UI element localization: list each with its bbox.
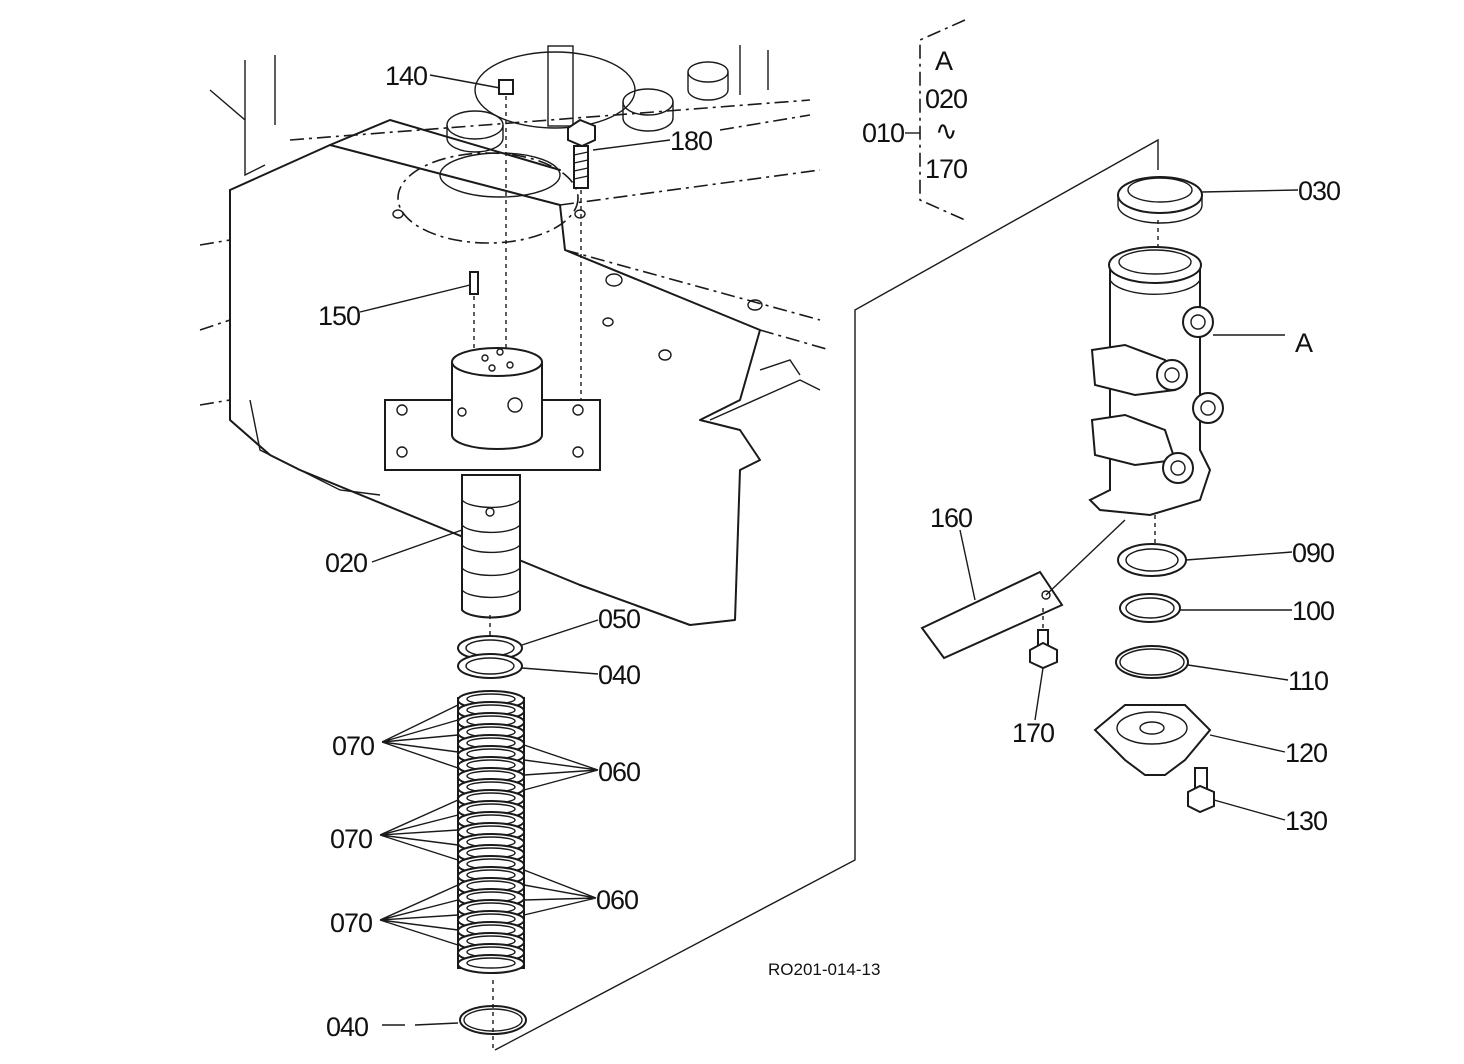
callout-050: 050 xyxy=(598,604,640,634)
seal-stack xyxy=(457,690,525,974)
reference-code: RO201-014-13 xyxy=(768,960,880,979)
projection-frame xyxy=(494,138,1159,1051)
callout-010: 010 xyxy=(862,118,904,148)
callout-070-3: 070 xyxy=(330,908,372,938)
callout-020: 020 xyxy=(325,548,367,578)
callout-group-tilde: ∿ xyxy=(935,116,957,146)
callout-170: 170 xyxy=(1012,718,1054,748)
swivel-joint-right xyxy=(920,176,1224,814)
callout-group-170: 170 xyxy=(925,154,967,184)
callout-labels: 010 A 020 ∿ 170 030 A 140 180 150 020 05… xyxy=(318,46,1341,1042)
seal-ring-inner xyxy=(466,957,516,969)
callout-070-1: 070 xyxy=(332,731,374,761)
callout-180: 180 xyxy=(670,126,712,156)
callout-060-1: 060 xyxy=(598,757,640,787)
callout-150: 150 xyxy=(318,301,360,331)
callout-070-2: 070 xyxy=(330,824,372,854)
callout-060-2: 060 xyxy=(596,885,638,915)
callout-100: 100 xyxy=(1292,596,1334,626)
callout-130: 130 xyxy=(1285,806,1327,836)
callout-030: 030 xyxy=(1298,176,1340,206)
callout-a: A xyxy=(1295,328,1313,358)
callout-090: 090 xyxy=(1292,538,1334,568)
callout-group-a: A xyxy=(935,46,953,76)
callout-110: 110 xyxy=(1288,666,1328,696)
callout-group-020: 020 xyxy=(925,84,967,114)
callout-120: 120 xyxy=(1285,738,1327,768)
callout-140: 140 xyxy=(385,61,427,91)
group-bracket xyxy=(919,19,966,221)
leader-lines xyxy=(359,74,1299,1026)
callout-040-bottom: 040 xyxy=(326,1012,368,1042)
callout-160: 160 xyxy=(930,503,972,533)
machine-frame xyxy=(199,45,831,626)
callout-040-top: 040 xyxy=(598,660,640,690)
swivel-joint-left xyxy=(384,79,601,1050)
